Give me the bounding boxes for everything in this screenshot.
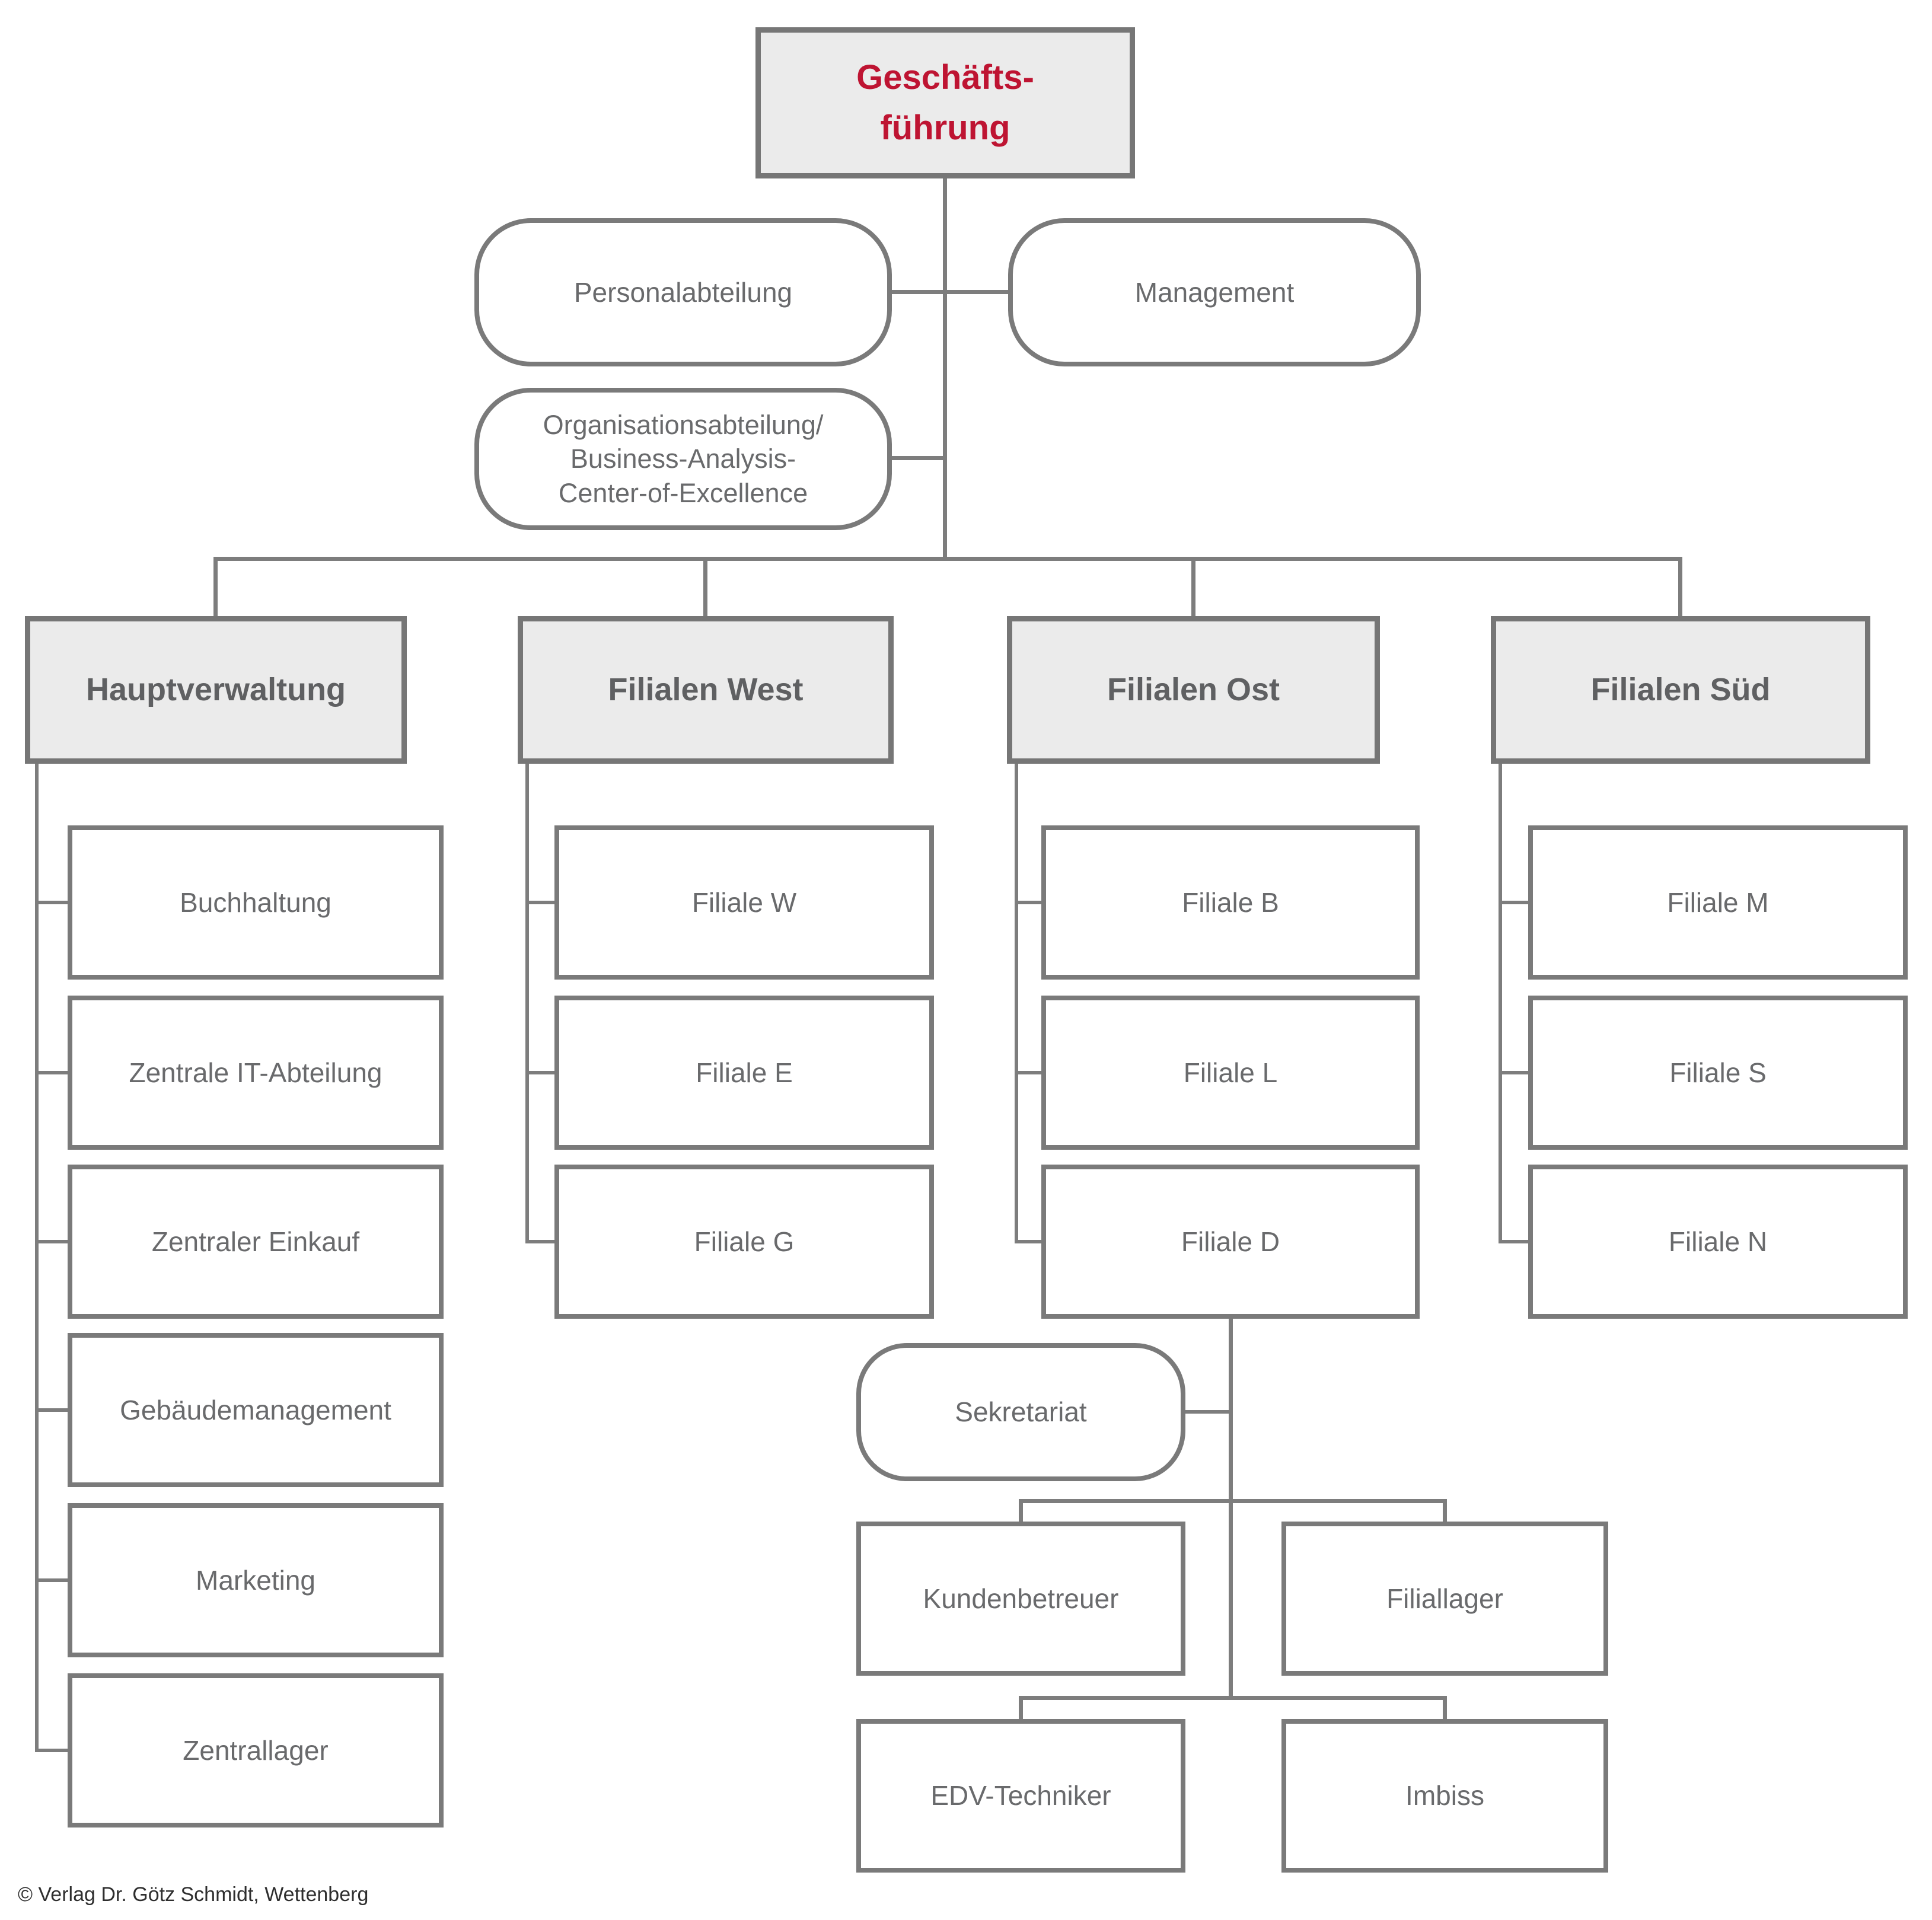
stub-filiale-e [525,1071,556,1074]
node-imbiss: Imbiss [1281,1719,1608,1873]
node-filiallager: Filiallager [1281,1522,1608,1676]
stub-filiale-m [1499,901,1529,904]
edge-staff-row2 [892,456,945,460]
node-zentrale-it-abteilung: Zentrale IT-Abteilung [68,996,444,1150]
node-filialen-west: Filialen West [518,616,894,764]
stub-sekretariat [1185,1410,1230,1414]
edge-bus [213,557,1682,561]
node-filiale-s: Filiale S [1528,996,1908,1150]
edge-filiale-d-drop [1229,1319,1233,1699]
node-management: Management [1008,218,1421,366]
spine-filialen-west [525,761,529,1243]
node-marketing: Marketing [68,1503,444,1657]
node-organisationsabteilung: Organisationsabteilung/ Business-Analysi… [474,388,892,530]
edge-split2-drop-imbiss [1443,1697,1447,1721]
node-geschaeftsfuehrung: Geschäfts- führung [755,27,1135,178]
edge-split1-drop-filiallager [1443,1500,1447,1524]
edge-branch-drop-hauptverwaltung [213,558,218,617]
node-filiale-l: Filiale L [1041,996,1420,1150]
node-filialen-sued: Filialen Süd [1491,616,1870,764]
stub-zentrale-it [35,1071,69,1074]
node-filiale-e: Filiale E [554,996,934,1150]
stub-gebaeudemanagement [35,1408,69,1412]
stub-buchhaltung [35,901,69,904]
node-filiale-b: Filiale B [1041,825,1420,980]
stub-marketing [35,1578,69,1582]
edge-branch-drop-filialen-ost [1191,558,1195,617]
stub-filiale-l [1015,1071,1042,1074]
node-gebaeudemanagement: Gebäudemanagement [68,1333,444,1487]
node-filiale-g: Filiale G [554,1165,934,1319]
node-zentrallager: Zentrallager [68,1673,444,1827]
node-filiale-m: Filiale M [1528,825,1908,980]
node-buchhaltung: Buchhaltung [68,825,444,980]
node-personalabteilung: Personalabteilung [474,218,892,366]
stub-filiale-s [1499,1071,1529,1074]
stub-zentraler-einkauf [35,1240,69,1243]
edge-staff-row1 [892,290,1008,294]
node-edv-techniker: EDV-Techniker [856,1719,1185,1873]
edge-split2 [1019,1696,1447,1700]
stub-zentrallager [35,1749,69,1752]
stub-filiale-b [1015,901,1042,904]
edge-split1-drop-kundenbetreuer [1019,1500,1023,1524]
edge-root-drop [943,176,947,561]
node-hauptverwaltung: Hauptverwaltung [25,616,407,764]
edge-split1 [1019,1499,1447,1503]
node-sekretariat: Sekretariat [856,1343,1185,1481]
spine-filialen-sued [1499,761,1502,1243]
stub-filiale-d [1015,1240,1042,1243]
node-filiale-n: Filiale N [1528,1165,1908,1319]
edge-split2-drop-edv-techniker [1019,1697,1023,1721]
stub-filiale-g [525,1240,556,1243]
stub-filiale-w [525,901,556,904]
node-filialen-ost: Filialen Ost [1007,616,1380,764]
copyright-note: © Verlag Dr. Götz Schmidt, Wettenberg [18,1883,369,1906]
stub-filiale-n [1499,1240,1529,1243]
node-filiale-w: Filiale W [554,825,934,980]
edge-branch-drop-filialen-west [703,558,707,617]
node-filiale-d: Filiale D [1041,1165,1420,1319]
spine-filialen-ost [1015,761,1018,1243]
node-kundenbetreuer: Kundenbetreuer [856,1522,1185,1676]
spine-hauptverwaltung [35,761,39,1752]
edge-branch-drop-filialen-sued [1678,558,1682,617]
node-zentraler-einkauf: Zentraler Einkauf [68,1165,444,1319]
